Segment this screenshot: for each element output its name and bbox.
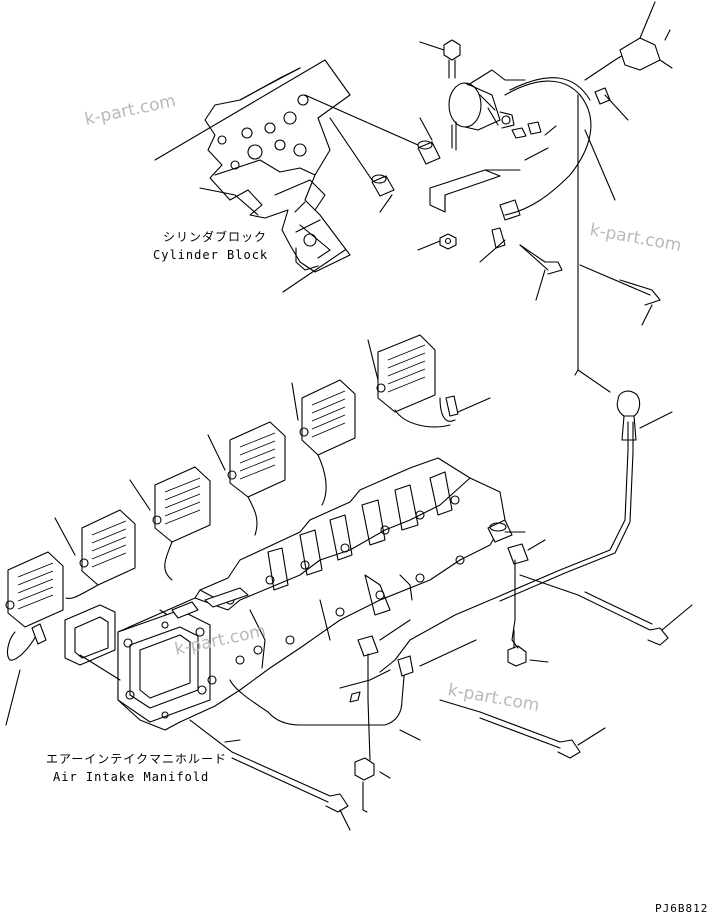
- cylinder-block-leader: [295, 219, 321, 233]
- heater-relay-assembly: [417, 1, 673, 393]
- manifold-leader: [224, 739, 241, 743]
- air-intake-manifold: [64, 457, 526, 731]
- cylinder-block-label-en: Cylinder Block: [153, 248, 269, 262]
- heater-units: [5, 334, 491, 726]
- drawing-code: PJ6B812: [655, 902, 709, 915]
- manifold-label-en: Air Intake Manifold: [53, 770, 210, 784]
- cylinder-block-label-jp: シリンダブロック: [163, 230, 268, 244]
- manifold-label-jp: エアーインテイクマニホルード: [46, 752, 228, 766]
- cylinder-block: [154, 59, 441, 293]
- cable-brackets: [189, 369, 693, 831]
